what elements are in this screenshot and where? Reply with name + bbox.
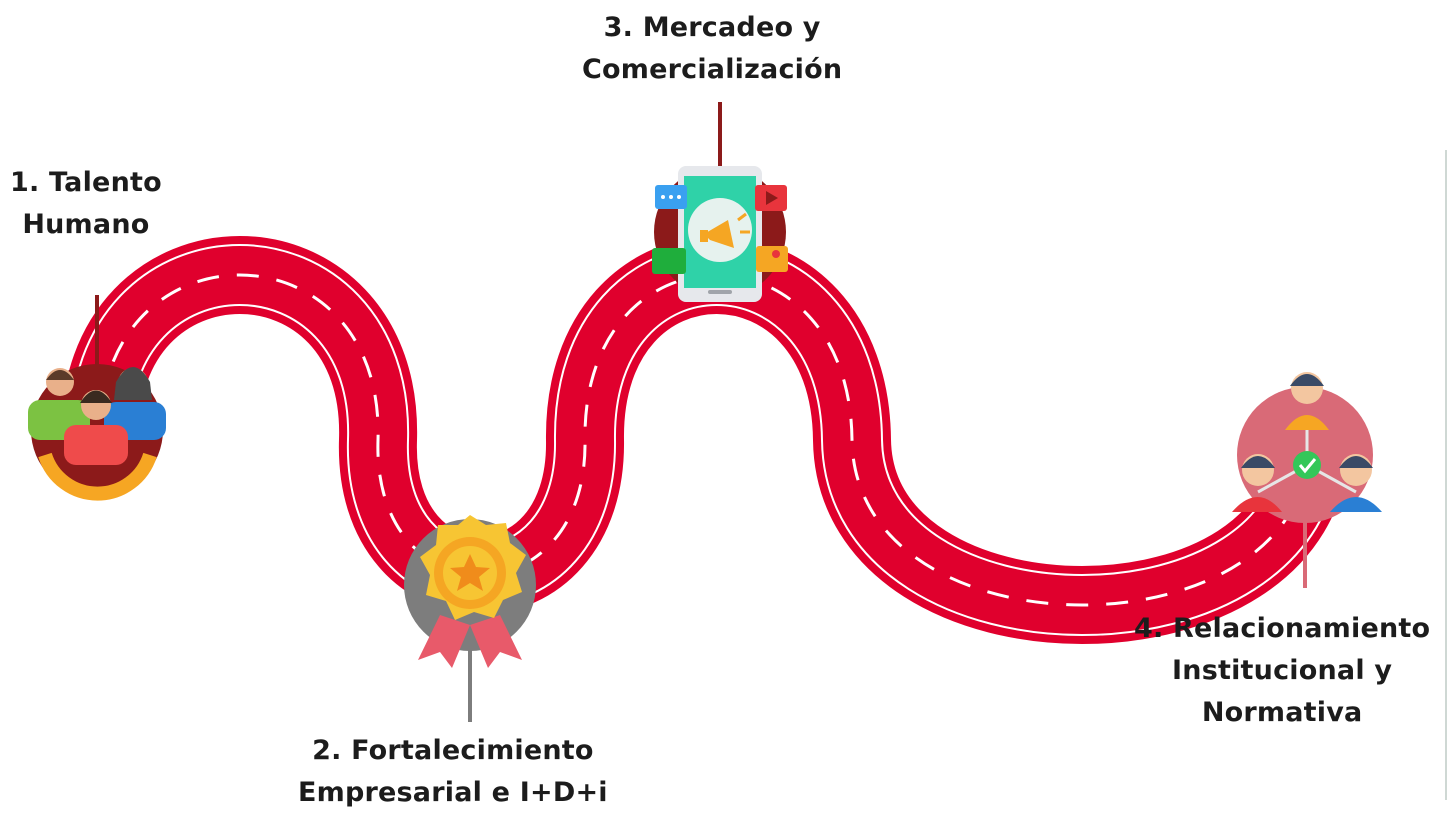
step-1-title-line2: Humano	[22, 209, 150, 240]
step-3-pin	[652, 102, 788, 302]
team-people-icon	[28, 367, 166, 501]
step-3-title-line2: Comercialización	[582, 54, 843, 85]
right-edge-divider	[1445, 150, 1447, 800]
step-1-title-line1: 1. Talento	[10, 167, 162, 198]
step-4-title-line2: Institucional y	[1172, 655, 1393, 686]
step-4-label: 4. Relacionamiento Institucional y Norma…	[1134, 608, 1430, 734]
step-1-pin	[28, 295, 166, 501]
step-1-label: 1. Talento Humano	[10, 162, 162, 246]
road-center-dashes	[98, 273, 1312, 607]
step-4-pin	[1232, 372, 1382, 588]
network-people-icon	[1232, 372, 1382, 512]
step-4-title-line1: 4. Relacionamiento	[1134, 613, 1431, 644]
award-medal-icon	[418, 515, 526, 668]
step-2-title-line1: 2. Fortalecimiento	[312, 735, 594, 766]
step-3-label: 3. Mercadeo y Comercialización	[582, 7, 842, 91]
step-2-label: 2. Fortalecimiento Empresarial e I+D+i	[298, 730, 608, 814]
step-2-title-line2: Empresarial e I+D+i	[298, 777, 608, 808]
marketing-phone-icon	[652, 166, 788, 302]
step-3-title-line1: 3. Mercadeo y	[603, 12, 821, 43]
step-2-pin	[404, 515, 536, 722]
road-segments	[60, 236, 1349, 644]
step-4-title-line3: Normativa	[1201, 697, 1363, 728]
